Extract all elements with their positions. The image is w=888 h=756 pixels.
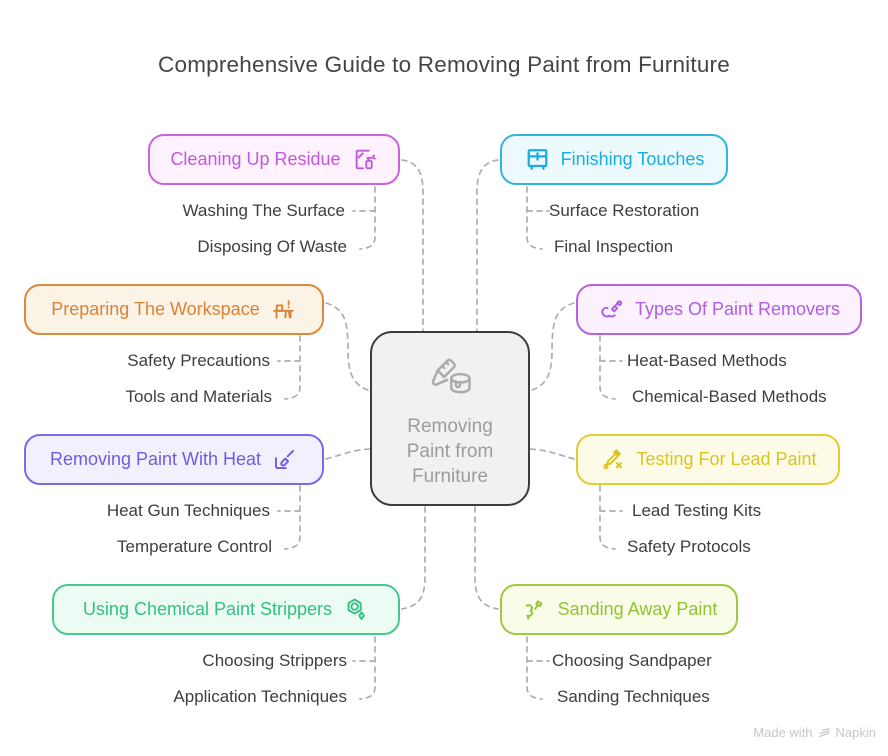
workspace-desk-icon xyxy=(270,296,297,323)
spray-cleaner-icon xyxy=(351,146,378,173)
subtopic-final-inspection[interactable]: Final Inspection xyxy=(554,237,674,256)
chemical-hexagon-icon xyxy=(342,596,369,623)
node-label: Preparing The Workspace xyxy=(51,299,260,319)
node-label: Removing Paint With Heat xyxy=(49,449,262,469)
connector-cleaning-to-center xyxy=(401,159,424,333)
node-testing-for-lead-paint[interactable]: Testing For Lead Paint xyxy=(576,434,840,485)
paint-brush-and-can-icon xyxy=(419,349,481,406)
node-label: Cleaning Up Residue xyxy=(170,149,341,169)
subtopic-disposing-of-waste[interactable]: Disposing Of Waste xyxy=(197,237,347,256)
subtopic-choosing-sandpaper[interactable]: Choosing Sandpaper xyxy=(552,651,712,670)
diagram-title: Comprehensive Guide to Removing Paint fr… xyxy=(158,52,730,77)
subtopic-heat-based-methods[interactable]: Heat-Based Methods xyxy=(627,351,787,370)
test-dropper-icon xyxy=(599,446,626,473)
connector-testing-to-center xyxy=(528,448,575,460)
node-cleaning-up-residue[interactable]: Cleaning Up Residue xyxy=(148,134,400,185)
node-removing-paint-with-heat[interactable]: Removing Paint With Heat xyxy=(24,434,324,485)
nightstand-icon xyxy=(524,146,551,173)
subtopic-safety-precautions[interactable]: Safety Precautions xyxy=(127,351,270,370)
node-label: Sanding Away Paint xyxy=(557,599,718,619)
subtopic-application-techniques[interactable]: Application Techniques xyxy=(173,687,347,706)
watermark-prefix: Made with xyxy=(753,725,813,740)
connector-testing-subtopics xyxy=(599,485,616,550)
subtopic-choosing-strippers[interactable]: Choosing Strippers xyxy=(202,651,347,670)
node-using-chemical-paint-strippers[interactable]: Using Chemical Paint Strippers xyxy=(52,584,400,635)
subtopic-sanding-techniques[interactable]: Sanding Techniques xyxy=(557,687,710,706)
brush-surface-icon xyxy=(271,446,298,473)
connector-finishing-subtopics xyxy=(526,186,543,250)
node-preparing-the-workspace[interactable]: Preparing The Workspace xyxy=(24,284,324,335)
connector-chemical-subtopics xyxy=(359,636,376,700)
subtopic-surface-restoration[interactable]: Surface Restoration xyxy=(549,201,700,220)
napkin-logo-icon xyxy=(818,726,831,739)
connector-types-to-center xyxy=(528,302,575,392)
central-node-label: Removing Paint from Furniture xyxy=(406,415,494,487)
connector-heat-to-center xyxy=(325,448,372,460)
subtopic-washing-the-surface[interactable]: Washing The Surface xyxy=(182,201,345,220)
node-finishing-touches[interactable]: Finishing Touches xyxy=(500,134,728,185)
subtopic-heat-gun-techniques[interactable]: Heat Gun Techniques xyxy=(106,501,270,520)
connector-preparing-subtopics xyxy=(284,335,301,400)
connector-types-subtopics xyxy=(599,335,616,400)
node-label: Testing For Lead Paint xyxy=(636,449,817,469)
connector-chemical-to-center xyxy=(401,506,426,610)
node-label: Finishing Touches xyxy=(560,149,705,169)
subtopic-lead-testing-kits[interactable]: Lead Testing Kits xyxy=(632,501,762,520)
connector-cleaning-subtopics xyxy=(359,186,376,250)
subtopic-tools-and-materials[interactable]: Tools and Materials xyxy=(125,387,272,406)
connector-preparing-to-center xyxy=(325,302,372,392)
subtopic-safety-protocols[interactable]: Safety Protocols xyxy=(627,537,751,556)
node-sanding-away-paint[interactable]: Sanding Away Paint xyxy=(500,584,738,635)
connector-sanding-to-center xyxy=(474,506,499,610)
napkin-watermark[interactable]: Made with Napkin xyxy=(753,725,876,740)
sanding-tool-icon xyxy=(521,596,548,623)
node-label: Using Chemical Paint Strippers xyxy=(82,599,333,619)
connector-sanding-subtopics xyxy=(526,636,543,700)
connector-finishing-to-center xyxy=(476,159,499,333)
watermark-brand: Napkin xyxy=(835,725,876,740)
node-label: Types Of Paint Removers xyxy=(634,299,841,319)
paste-scraper-icon xyxy=(598,296,625,323)
subtopic-temperature-control[interactable]: Temperature Control xyxy=(117,537,272,556)
connector-heat-subtopics xyxy=(284,485,301,550)
node-types-of-paint-removers[interactable]: Types Of Paint Removers xyxy=(576,284,862,335)
central-node[interactable]: Removing Paint from Furniture xyxy=(370,331,530,506)
subtopic-chemical-based-methods[interactable]: Chemical-Based Methods xyxy=(632,387,827,406)
